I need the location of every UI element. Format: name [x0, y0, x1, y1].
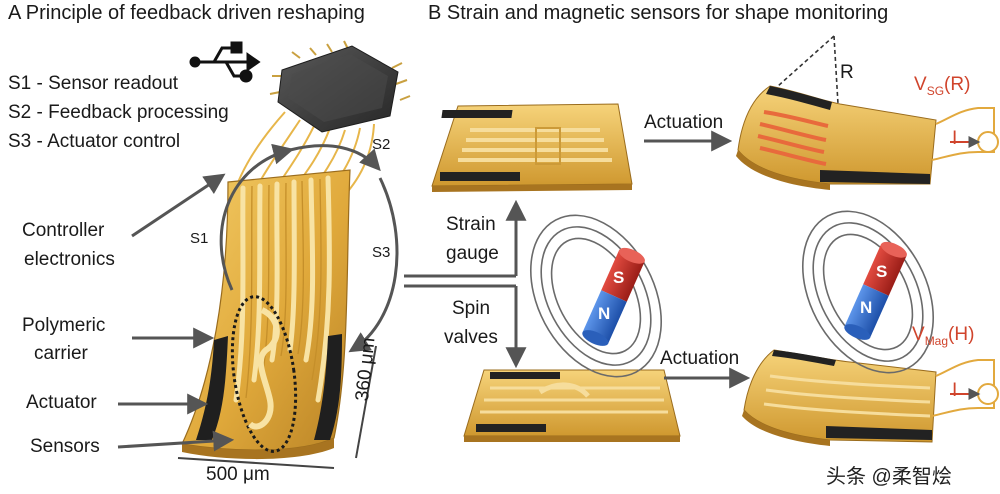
label-spin-line2: valves	[444, 327, 498, 349]
usb-icon	[191, 43, 258, 81]
loop-label-s3: S3	[372, 244, 390, 261]
magnet-left-n: N	[598, 304, 610, 324]
vmag-circuit	[932, 360, 998, 416]
label-vsg: VSG(R)	[914, 74, 970, 98]
magnet-left-s: S	[613, 268, 624, 288]
label-vmag: VMag(H)	[912, 324, 974, 348]
label-strain-line1: Strain	[446, 214, 496, 236]
spin-valve-bent	[742, 350, 936, 446]
strain-gauge-flat	[432, 104, 632, 192]
spin-valve-flat	[464, 370, 680, 442]
step-s3: S3 - Actuator control	[8, 131, 180, 153]
controller-chip	[270, 41, 410, 132]
magnet-right-n: N	[860, 298, 872, 318]
label-controller-line2: electronics	[24, 249, 115, 271]
label-polymeric-line2: carrier	[34, 343, 88, 365]
label-current-bottom: I	[952, 380, 957, 402]
label-actuator: Actuator	[26, 392, 97, 414]
vsg-circuit	[932, 108, 998, 160]
label-spin-line1: Spin	[452, 298, 490, 320]
strain-gauge-bent	[736, 36, 936, 190]
label-radius: R	[840, 62, 854, 84]
label-polymeric-line1: Polymeric	[22, 315, 105, 337]
watermark: 头条 @柔智烩	[826, 460, 952, 489]
magnet-right	[842, 239, 909, 344]
label-actuation-top: Actuation	[644, 112, 723, 134]
loop-label-s2: S2	[372, 136, 390, 153]
label-actuation-bottom: Actuation	[660, 348, 739, 370]
polymeric-carrier	[182, 170, 350, 459]
label-sensors: Sensors	[30, 436, 100, 458]
panel-a-title: A Principle of feedback driven reshaping	[8, 2, 365, 25]
step-s2: S2 - Feedback processing	[8, 102, 229, 124]
magnet-right-s: S	[876, 262, 887, 282]
dimension-width: 500 μm	[206, 464, 270, 486]
step-s1: S1 - Sensor readout	[8, 73, 178, 95]
panel-b-title: B Strain and magnetic sensors for shape …	[428, 2, 888, 25]
label-controller-line1: Controller	[22, 220, 104, 242]
label-strain-line2: gauge	[446, 243, 499, 265]
loop-label-s1: S1	[190, 230, 208, 247]
label-current-top: I	[952, 128, 957, 150]
